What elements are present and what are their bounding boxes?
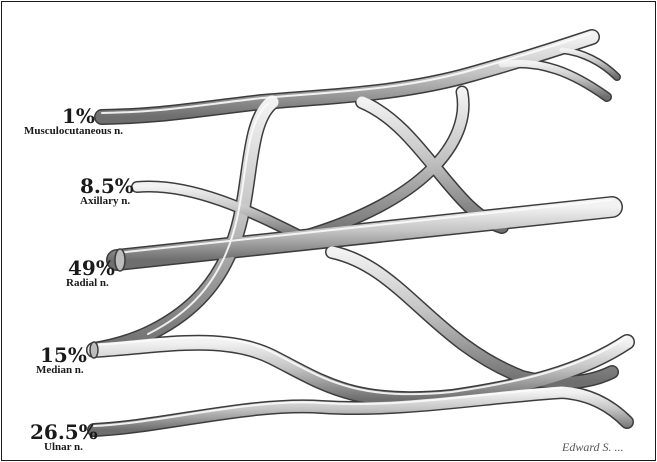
median-percent: 15% (40, 345, 87, 365)
musculocutaneous-percent: 1% (62, 106, 95, 126)
ulnar-label: Ulnar n. (44, 442, 83, 453)
axillary-label: Axillary n. (80, 196, 130, 207)
axillary-percent: 8.5% (80, 176, 134, 196)
radial-percent: 49% (68, 258, 115, 278)
nerve-trunk-upper (102, 37, 592, 117)
artist-signature: Edward S. ... (562, 440, 624, 455)
musculocutaneous-label: Musculocutaneous n. (24, 126, 123, 137)
radial-label: Radial n. (66, 278, 109, 289)
ulnar-percent: 26.5% (30, 422, 98, 442)
median-label: Median n. (36, 365, 84, 376)
